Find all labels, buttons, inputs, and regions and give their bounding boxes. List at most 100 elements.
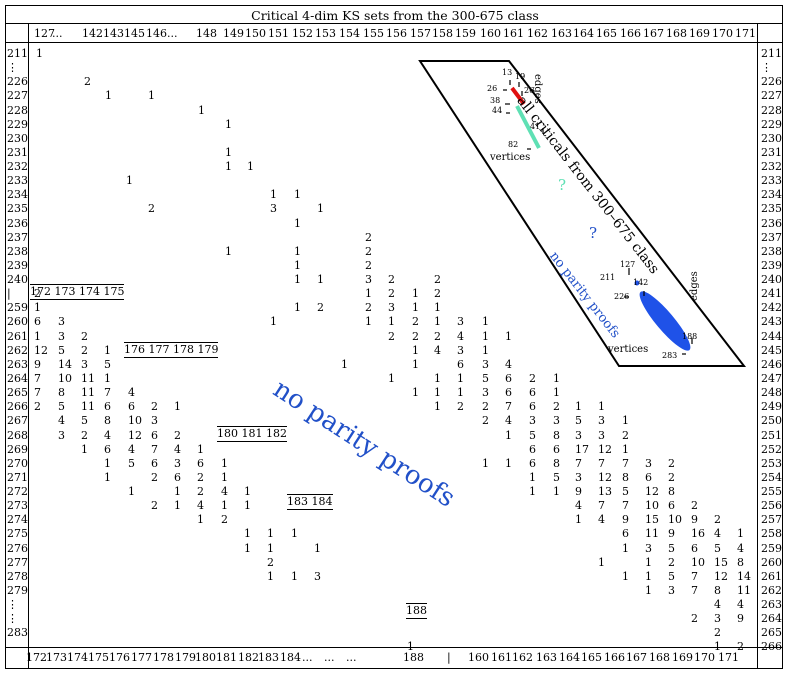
matrix-cell: 5 bbox=[128, 456, 135, 470]
matrix-cell: 5 bbox=[553, 470, 560, 484]
bottom-header-cell: 171 bbox=[718, 651, 739, 664]
table-frame: Critical 4-dim KS sets from the 300-675 … bbox=[5, 5, 783, 669]
left-row-label: 229 bbox=[7, 117, 28, 131]
right-row-label: 241 bbox=[761, 287, 782, 301]
matrix-cell: 1 bbox=[645, 583, 652, 597]
matrix-cell: 1 bbox=[529, 485, 536, 499]
matrix-cell: 4 bbox=[174, 442, 181, 456]
matrix-cell: 2 bbox=[714, 626, 721, 640]
bottom-header-cell: 168 bbox=[649, 651, 670, 664]
left-row-label: 230 bbox=[7, 131, 28, 145]
matrix-cell: 5 bbox=[575, 414, 582, 428]
matrix-cell: 12 bbox=[645, 485, 659, 499]
matrix-cell: 1 bbox=[267, 569, 274, 583]
question-mark-blue: ? bbox=[589, 224, 598, 242]
matrix-cell: 1 bbox=[575, 513, 582, 527]
matrix-cell: 2 bbox=[34, 400, 41, 414]
matrix-cell: 6 bbox=[668, 499, 675, 513]
matrix-cell: 1 bbox=[714, 640, 721, 654]
matrix-cell: 8 bbox=[622, 470, 629, 484]
matrix-cell: 6 bbox=[553, 442, 560, 456]
matrix-cell: 1 bbox=[128, 485, 135, 499]
matrix-cell: 1 bbox=[645, 555, 652, 569]
matrix-cell: 2 bbox=[267, 555, 274, 569]
matrix-cell: 1 bbox=[294, 244, 301, 258]
matrix-cell: 2 bbox=[388, 329, 395, 343]
left-row-label: 211 bbox=[7, 47, 28, 60]
matrix-cell: 9 bbox=[622, 513, 629, 527]
matrix-cell: 1 bbox=[294, 188, 301, 202]
sub-header: 188 bbox=[406, 603, 427, 619]
top-header-cell: 149 bbox=[223, 27, 244, 40]
top-header-cell: 145 bbox=[124, 27, 145, 40]
no-parity-annotation: no parity proofs bbox=[267, 374, 461, 514]
matrix-cell: 3 bbox=[81, 357, 88, 371]
top-header-cell: 160 bbox=[480, 27, 501, 40]
matrix-cell: 1 bbox=[225, 145, 232, 159]
matrix-cell: 3 bbox=[529, 414, 536, 428]
matrix-cell: 1 bbox=[270, 315, 277, 329]
matrix-cell: 3 bbox=[482, 357, 489, 371]
matrix-cell: 1 bbox=[505, 428, 512, 442]
matrix-cell: 3 bbox=[645, 456, 652, 470]
matrix-cell: 9 bbox=[575, 485, 582, 499]
right-row-label: 253 bbox=[761, 456, 782, 470]
matrix-cell: 15 bbox=[714, 555, 728, 569]
top-header-cell: 148 bbox=[196, 27, 217, 40]
left-row-label: 275 bbox=[7, 527, 28, 541]
right-row-label: 226 bbox=[761, 75, 782, 89]
left-row-label: 266 bbox=[7, 400, 28, 414]
matrix-cell: 4 bbox=[575, 499, 582, 513]
right-row-label: 252 bbox=[761, 442, 782, 456]
left-row-label: 236 bbox=[7, 216, 28, 230]
matrix-cell: 4 bbox=[457, 329, 464, 343]
matrix-cell: 11 bbox=[81, 386, 95, 400]
right-row-label: 237 bbox=[761, 230, 782, 244]
matrix-cell: 4 bbox=[128, 386, 135, 400]
top-header-cell: 143 bbox=[103, 27, 124, 40]
left-row-label: 239 bbox=[7, 258, 28, 272]
right-rule bbox=[757, 23, 758, 669]
matrix-cell: 1 bbox=[457, 371, 464, 385]
matrix-cell: 10 bbox=[668, 513, 682, 527]
matrix-cell: 3 bbox=[553, 414, 560, 428]
sub-header: 172 173 174 175 bbox=[30, 284, 125, 300]
matrix-cell: 6 bbox=[691, 541, 698, 555]
matrix-cell: 11 bbox=[81, 371, 95, 385]
top-diagram-label: 44 bbox=[492, 106, 503, 115]
matrix-cell: 5 bbox=[58, 343, 65, 357]
matrix-cell: 1 bbox=[294, 301, 301, 315]
bottom-header-cell: 163 bbox=[536, 651, 557, 664]
right-row-label: 258 bbox=[761, 527, 782, 541]
matrix-cell: 2 bbox=[34, 287, 41, 301]
left-row-label: 272 bbox=[7, 485, 28, 499]
matrix-cell: 5 bbox=[668, 541, 675, 555]
right-row-label: 244 bbox=[761, 329, 782, 343]
right-row-label: 251 bbox=[761, 428, 782, 442]
matrix-cell: 10 bbox=[128, 414, 142, 428]
left-row-label: 277 bbox=[7, 555, 28, 569]
matrix-cell: 6 bbox=[529, 442, 536, 456]
top-edges-label: edges bbox=[532, 74, 543, 104]
top-header-cell: 150 bbox=[245, 27, 266, 40]
matrix-cell: 5 bbox=[668, 569, 675, 583]
top-header-cell: 167 bbox=[643, 27, 664, 40]
matrix-cell: 12 bbox=[714, 569, 728, 583]
matrix-cell: 3 bbox=[598, 414, 605, 428]
matrix-cell: 1 bbox=[505, 456, 512, 470]
matrix-cell: 1 bbox=[104, 371, 111, 385]
top-diagram-label: 26 bbox=[487, 84, 498, 93]
bottom-header-cell: 188 bbox=[403, 651, 424, 664]
matrix-cell: 1 bbox=[553, 386, 560, 400]
matrix-cell: 1 bbox=[482, 343, 489, 357]
matrix-cell: 11 bbox=[737, 583, 751, 597]
matrix-cell: 5 bbox=[58, 400, 65, 414]
matrix-cell: 17 bbox=[575, 442, 589, 456]
bottom-header-cell: 161 bbox=[491, 651, 512, 664]
right-row-label: 230 bbox=[761, 131, 782, 145]
matrix-cell: 2 bbox=[668, 555, 675, 569]
matrix-cell: 11 bbox=[81, 400, 95, 414]
matrix-cell: 4 bbox=[104, 428, 111, 442]
bottom-header-cell: 179 bbox=[175, 651, 196, 664]
top-vertices-label: vertices bbox=[490, 152, 531, 163]
